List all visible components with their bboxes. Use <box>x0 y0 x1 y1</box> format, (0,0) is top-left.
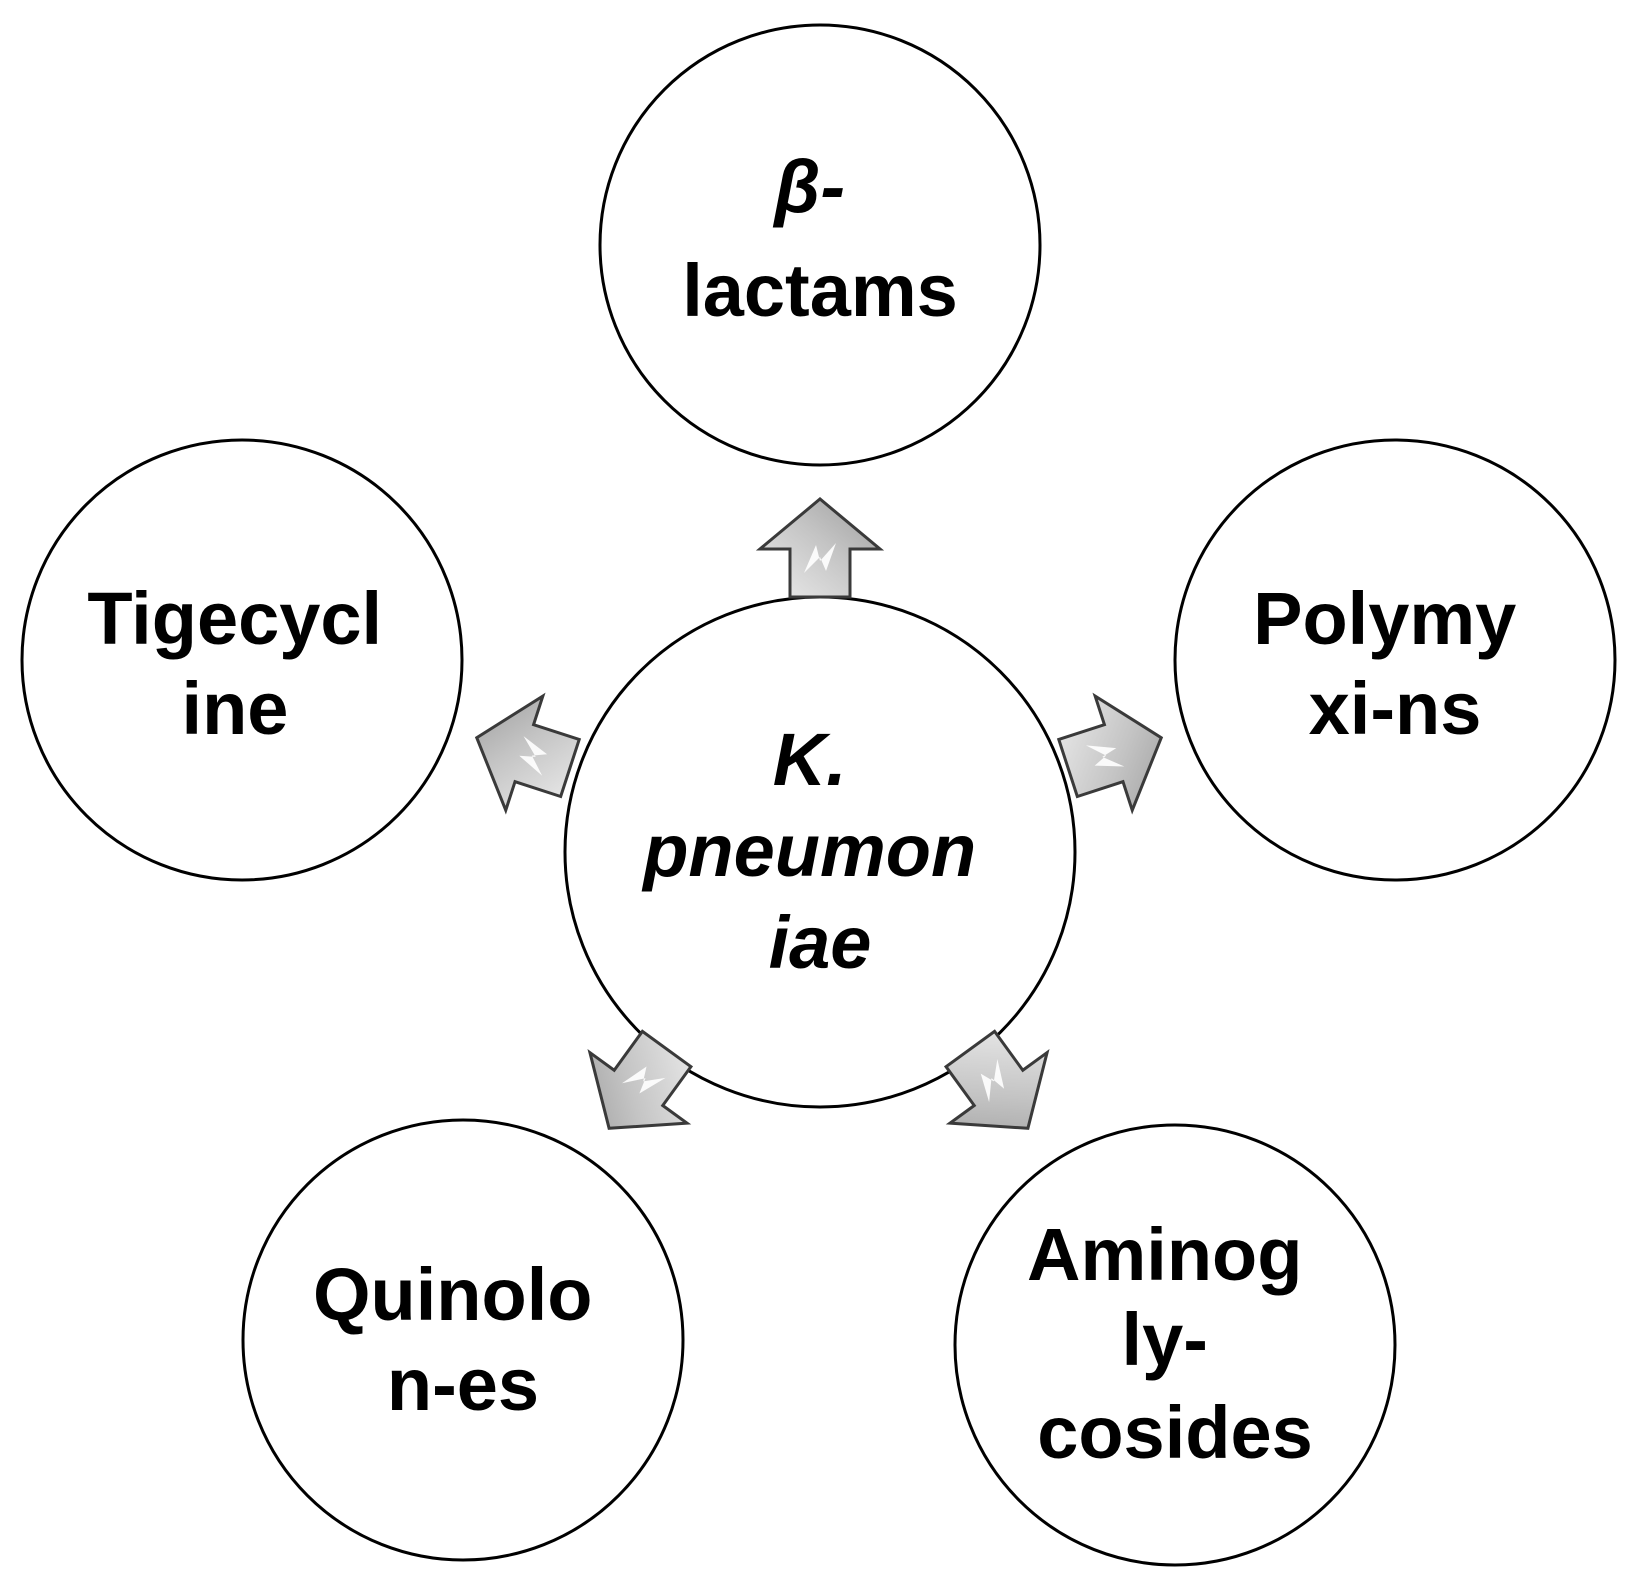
node-label-line: ly- <box>1122 1298 1208 1381</box>
arrow-highlight <box>1085 745 1125 767</box>
block-arrow-icon <box>474 692 582 815</box>
center-label: K. pneumon iae <box>641 718 997 984</box>
node-label-line: β- <box>772 145 845 228</box>
node-tigecycline: Tigecycl ine <box>20 438 464 882</box>
arrow-to-quinolones <box>587 1029 694 1130</box>
node-circle <box>953 1123 1397 1567</box>
node-center-k-pneumoniae: K. pneumon iae <box>563 595 1077 1109</box>
node-circle <box>241 1118 685 1562</box>
node-polymyxins: Polymy xi-ns <box>1173 438 1617 882</box>
center-label-line: pneumon <box>641 809 976 892</box>
arrow-highlight <box>622 1066 666 1094</box>
node-label-line: Polymy <box>1253 577 1516 660</box>
node-circle <box>598 23 1042 467</box>
node-circle <box>1173 438 1617 882</box>
node-quinolones: Quinolo n-es <box>241 1118 685 1562</box>
center-label-line: iae <box>769 901 872 984</box>
node-label-line: cosides <box>1037 1391 1313 1474</box>
node-label-line: n-es <box>387 1343 539 1426</box>
node-label-line: ine <box>182 667 289 750</box>
block-arrow-icon <box>755 497 885 599</box>
node-label-line: Quinolo <box>313 1253 593 1336</box>
arrow-highlight <box>980 1059 1005 1103</box>
arrow-to-aminoglycosides <box>943 1029 1050 1130</box>
node-label-line: lactams <box>682 249 958 332</box>
arrow-to-polymyxins <box>1056 692 1164 815</box>
center-label-line: K. <box>773 718 847 801</box>
arrow-highlight <box>519 736 548 776</box>
arrow-to-tigecycline <box>474 692 582 815</box>
arrows-group <box>474 497 1164 1130</box>
node-label: Tigecycl ine <box>87 577 402 750</box>
block-arrow-icon <box>1056 692 1164 815</box>
arrow-highlight <box>804 543 836 573</box>
node-label: Aminog ly- cosides <box>1027 1213 1323 1474</box>
block-arrow-icon <box>587 1029 694 1130</box>
node-label-line: xi-ns <box>1309 667 1482 750</box>
node-label: Quinolo n-es <box>313 1253 613 1426</box>
node-label: β- lactams <box>682 145 958 332</box>
node-aminoglycosides: Aminog ly- cosides <box>953 1123 1397 1567</box>
node-label-line: Aminog <box>1027 1213 1302 1296</box>
node-label-line: Tigecycl <box>87 577 382 660</box>
node-label: Polymy xi-ns <box>1253 577 1537 750</box>
arrow-to-beta-lactams <box>755 497 885 599</box>
node-beta-lactams: β- lactams <box>598 23 1042 467</box>
node-circle <box>20 438 464 882</box>
